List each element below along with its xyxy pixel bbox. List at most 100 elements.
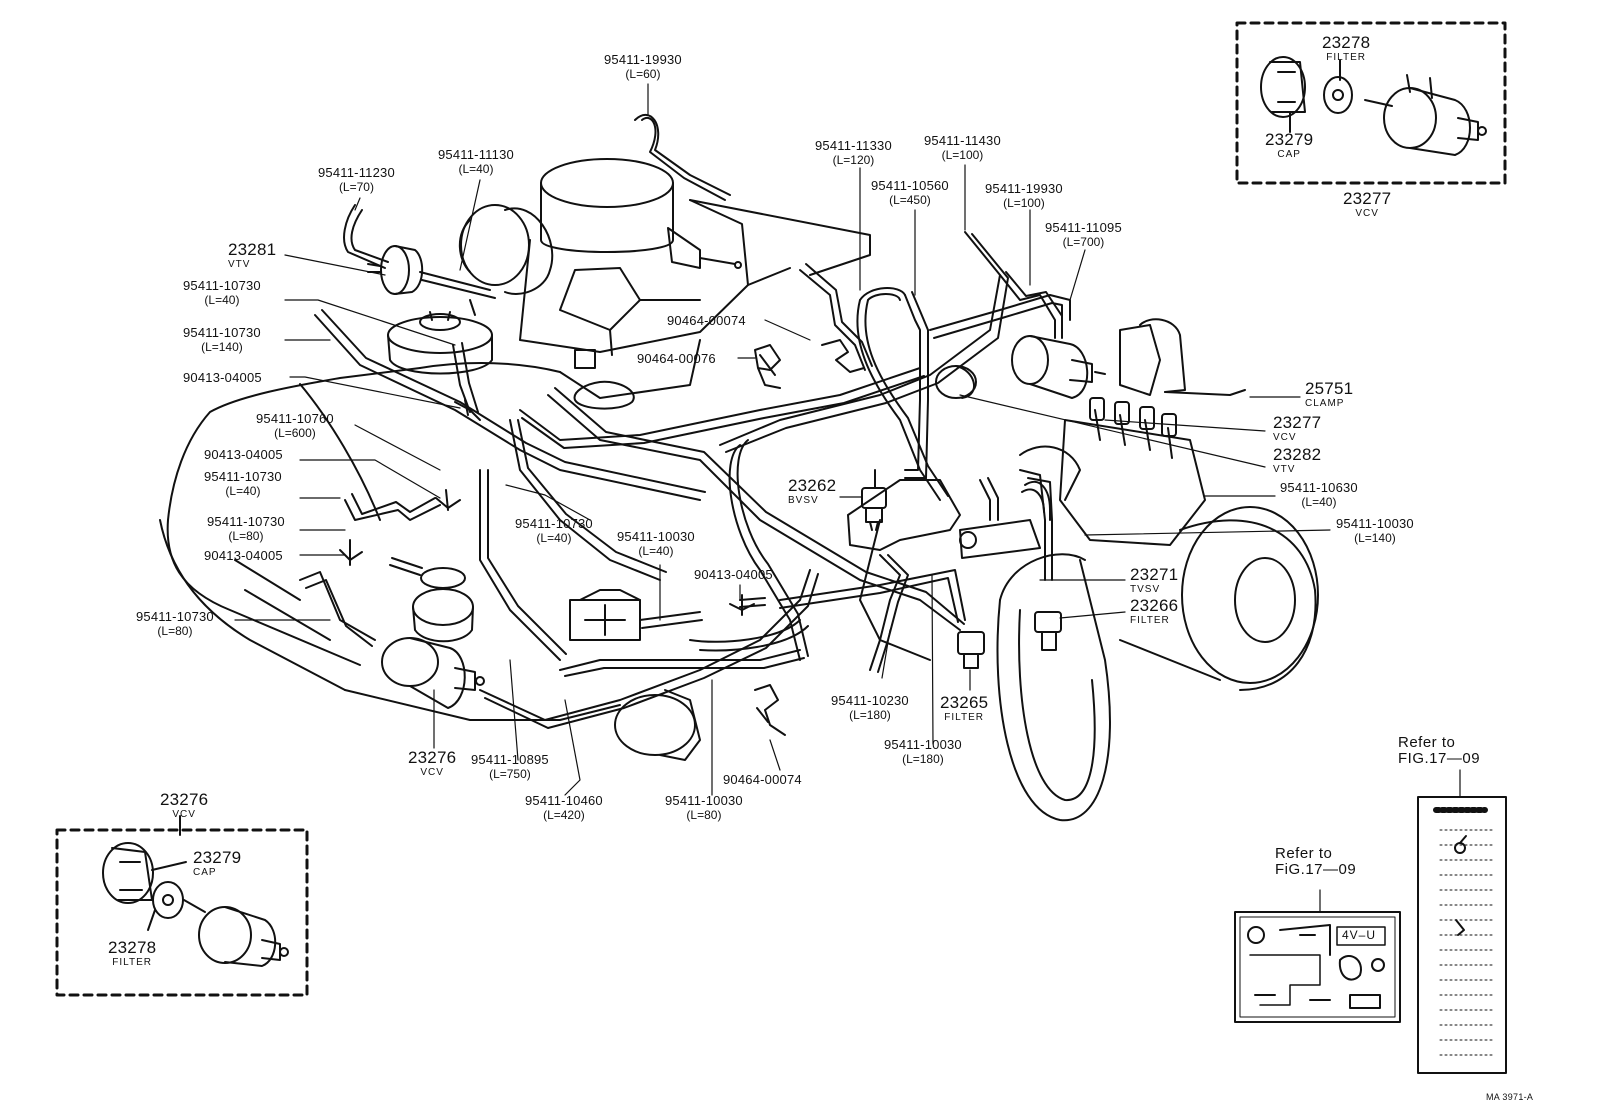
part-number: 23265 (940, 693, 989, 712)
part-type: BVSV (788, 495, 819, 506)
tee-fittings (339, 299, 755, 616)
part-number: 95411-10460 (525, 793, 603, 808)
label-95411-10730-l40-b: 95411-10730 (L=40) (204, 470, 282, 497)
vtv-23282-part (935, 365, 977, 399)
hose-length: (L=40) (204, 293, 240, 307)
part-number: 90413-04005 (204, 447, 283, 462)
ref-card-2 (1234, 889, 1401, 1023)
label-95411-10730-l140: 95411-10730 (L=140) (183, 326, 261, 353)
hose-length: (L=40) (225, 484, 261, 498)
part-number: 95411-10030 (884, 737, 962, 752)
drawing-code: MA 3971-A (1486, 1092, 1534, 1102)
label-90413-04005-d: 90413-04005 (694, 568, 773, 581)
part-number: 23278 (1322, 33, 1371, 52)
hose-length: (L=140) (1354, 531, 1396, 545)
label-95411-11330: 95411-11330 (L=120) (815, 139, 892, 166)
label-23262-bvsv: 23262 BVSV (788, 477, 836, 506)
hose-length: (L=80) (228, 529, 264, 543)
part-number: 95411-11230 (318, 165, 395, 180)
label-23265-filter: 23265 FILTER (940, 694, 988, 723)
label-25751-clamp: 25751 CLAMP (1305, 380, 1353, 409)
part-type: CAP (1277, 149, 1301, 160)
part-number: 95411-10030 (617, 529, 695, 544)
reference-note-2: Refer to FiG.17—09 (1275, 846, 1356, 878)
part-type: CAP (193, 867, 217, 878)
reference-note-1: Refer to FIG.17—09 (1398, 735, 1480, 767)
hose-length: (L=120) (832, 153, 875, 167)
part-number: 95411-10730 (204, 469, 282, 484)
part-number: 90464-00074 (667, 313, 746, 328)
label-23271-tvsv: 23271 TVSV (1130, 566, 1178, 595)
inset-23276-box (55, 815, 309, 997)
hose-length: (L=180) (849, 708, 891, 722)
thermo-sensor (614, 689, 701, 761)
engine-block-outline (159, 362, 621, 721)
label-95411-19930-l100: 95411-19930 (L=100) (985, 182, 1063, 209)
part-type: VCV (172, 809, 196, 820)
hose-length: (L=40) (638, 544, 674, 558)
bvsv-23262-part (861, 469, 887, 531)
part-number: 95411-10730 (183, 325, 261, 340)
part-type: CLAMP (1305, 398, 1345, 409)
part-number: 25751 (1305, 379, 1354, 398)
label-95411-11230: 95411-11230 (L=70) (318, 166, 395, 193)
label-95411-10730-l40-a: 95411-10730 (L=40) (183, 279, 261, 306)
hose-clips (754, 339, 865, 736)
vtv-23281-part (367, 245, 424, 295)
label-23266-filter: 23266 FILTER (1130, 597, 1178, 626)
throttle-linkage (667, 227, 742, 269)
air-valve-left (458, 204, 554, 295)
part-number: 90413-04005 (183, 370, 262, 385)
part-number: 23279 (193, 848, 242, 867)
label-90464-00074-a: 90464-00074 (667, 314, 746, 327)
hose-length: (L=140) (201, 340, 243, 354)
label-90464-00076: 90464-00076 (637, 352, 716, 365)
hose-length: (L=70) (338, 180, 374, 194)
part-number: 95411-11130 (438, 147, 514, 162)
label-95411-10030-l140: 95411-10030 (L=140) (1336, 517, 1414, 544)
hose-length: (L=420) (543, 808, 585, 822)
drive-belt (996, 553, 1111, 822)
part-number: 90413-04005 (694, 567, 773, 582)
hose-length: (L=80) (157, 624, 193, 638)
part-number: 90413-04005 (204, 548, 283, 563)
part-number: 23277 (1343, 189, 1392, 208)
label-95411-10230: 95411-10230 (L=180) (831, 694, 909, 721)
reference-line: Refer to (1398, 734, 1456, 751)
part-number: 90464-00074 (723, 772, 802, 787)
part-number: 95411-10730 (183, 278, 261, 293)
inset-bottom-label-filter: 23278 FILTER (108, 939, 156, 968)
label-95411-10730-l80-b: 95411-10730 (L=80) (136, 610, 214, 637)
label-95411-11430: 95411-11430 (L=100) (924, 134, 1001, 161)
label-95411-10730-l40-c: 95411-10730 (L=40) (515, 517, 593, 544)
part-number: 23266 (1130, 596, 1179, 615)
label-95411-10030-l40: 95411-10030 (L=40) (617, 530, 695, 557)
hose-length: (L=60) (625, 67, 661, 81)
label-95411-10030-l80: 95411-10030 (L=80) (665, 794, 743, 821)
label-95411-11095: 95411-11095 (L=700) (1045, 221, 1122, 248)
egr-valve (387, 311, 493, 375)
leader-lines (234, 83, 1331, 796)
label-95411-19930-l60: 95411-19930 (L=60) (604, 53, 682, 80)
hose-length: (L=450) (889, 193, 931, 207)
part-number: 23281 (228, 240, 277, 259)
part-number: 23276 (160, 790, 209, 809)
label-90413-04005-c: 90413-04005 (204, 549, 283, 562)
part-number: 95411-19930 (604, 52, 682, 67)
label-90413-04005-a: 90413-04005 (183, 371, 262, 384)
label-95411-10895: 95411-10895 (L=750) (471, 753, 549, 780)
diaphragm-front (412, 567, 474, 643)
inset-top-label-cap: 23279 CAP (1265, 131, 1313, 160)
part-number: 95411-10630 (1280, 480, 1358, 495)
hose-length: (L=40) (536, 531, 572, 545)
hose-length: (L=40) (1301, 495, 1337, 509)
part-type: FILTER (1130, 615, 1170, 626)
part-number: 23276 (408, 748, 457, 767)
filter-23265-part (957, 631, 985, 669)
part-type: VCV (1355, 208, 1379, 219)
hose-length: (L=700) (1062, 235, 1105, 249)
part-number: 90464-00076 (637, 351, 716, 366)
label-90464-00074-b: 90464-00074 (723, 773, 802, 786)
hose-length: (L=100) (1003, 196, 1045, 210)
vcv-23276-part (381, 637, 485, 709)
